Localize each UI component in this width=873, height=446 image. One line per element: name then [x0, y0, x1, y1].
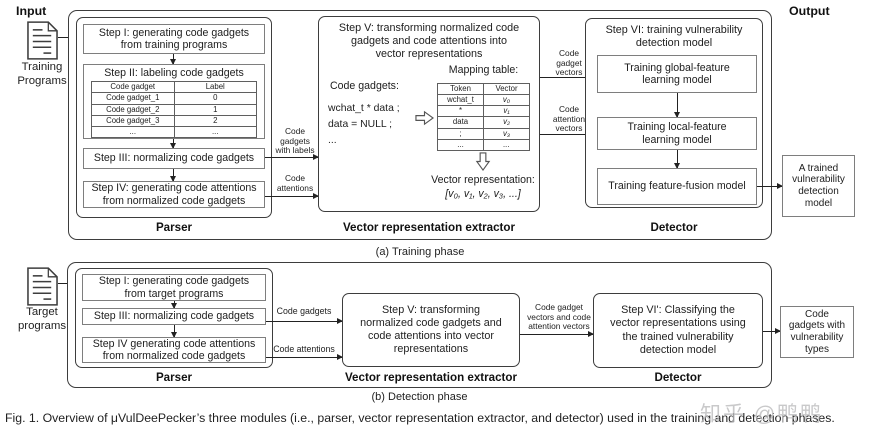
table-header-cell: Vector: [483, 82, 530, 96]
detector-a-label: Detector: [650, 221, 698, 234]
step2-title: Step II: labeling code gadgets: [104, 67, 244, 79]
table-cell: Code gadget_2: [91, 103, 175, 116]
table-cell: ...: [483, 138, 530, 151]
code-gadgets-with-labels-label: Code gadgets with labels: [275, 126, 315, 156]
step4-a-box: Step IV: generating code attentions from…: [83, 181, 265, 208]
step1-a-box: Step I: generating code gadgets from tra…: [83, 24, 265, 54]
code-gadget-snippet: wchat_t * data ; data = NULL ; ...: [328, 103, 400, 146]
arrow-vectors-b: [520, 330, 594, 338]
stepVI-a-title: Step VI: training vulnerability detectio…: [605, 24, 743, 50]
table-cell: v₁: [483, 105, 530, 118]
arrow-step3-step4: [169, 169, 177, 182]
vector-representation-label: Vector representation:: [431, 174, 535, 186]
table-header-cell: Token: [437, 82, 484, 96]
training-programs-icon: [27, 21, 58, 65]
table-cell: v₀: [483, 94, 530, 107]
gadgets-output-box: Code gadgets with vulnerability types: [780, 306, 854, 358]
watermark: 知乎 @鸭鸭: [700, 403, 824, 426]
mapping-table-title: Mapping table:: [448, 64, 519, 76]
gadget-attention-vectors-label: Code gadget vectors and code attention v…: [527, 302, 591, 332]
training-programs-label: Training Programs: [17, 61, 67, 87]
arrow-code-attentions-b: [266, 353, 343, 361]
table-header-cell: Label: [173, 81, 257, 94]
target-programs-label: Target programs: [17, 306, 67, 332]
arrow-step1-step2: [169, 54, 177, 65]
code-gadgets-b-label: Code gadgets: [276, 306, 332, 316]
table-cell: Code gadget_1: [91, 92, 175, 105]
table-cell: ;: [437, 127, 484, 140]
extractor-a-label: Vector representation extractor: [342, 221, 516, 234]
parser-a-label: Parser: [155, 221, 193, 234]
code-attention-vectors-label: Code attention vectors: [552, 104, 586, 134]
arrow-code-attentions-a: [265, 192, 319, 200]
hollow-right-arrow-icon: [415, 110, 435, 131]
step2-a-box: Step II: labeling code gadgets Code gadg…: [83, 64, 265, 139]
table-cell: wchat_t: [437, 94, 484, 107]
stepV-a-title: Step V: transforming normalized code gad…: [338, 22, 520, 61]
table-header-cell: Code gadget: [91, 81, 175, 94]
table-cell: ...: [437, 138, 484, 151]
table-cell: 2: [173, 114, 257, 127]
vector-representation-value: [v₀, v₁, v₂, v₃, ...]: [445, 188, 521, 200]
step3-b-box: Step III: normalizing code gadgets: [82, 308, 266, 325]
parser-b-label: Parser: [155, 371, 193, 384]
table-cell: *: [437, 105, 484, 118]
arrow-fusion-output: [757, 182, 783, 190]
arrow-local-fusion: [673, 150, 681, 169]
code-attentions-b-label: Code attentions: [273, 344, 335, 354]
trained-model-output-box: A trained vulnerability detection model: [782, 155, 855, 217]
table-cell: ...: [91, 125, 175, 138]
detector-b-label: Detector: [654, 371, 702, 384]
table-cell: data: [437, 116, 484, 129]
target-programs-icon: [27, 267, 58, 311]
table-cell: 0: [173, 92, 257, 105]
arrow-global-local: [673, 93, 681, 118]
arrow-detector-output-b: [763, 327, 781, 335]
arrow-b-step1-step3: [170, 301, 178, 309]
table-cell: v₂: [483, 116, 530, 129]
global-feature-box: Training global-feature learning model: [597, 55, 757, 93]
training-phase-caption: (a) Training phase: [375, 246, 465, 258]
table-cell: Code gadget_3: [91, 114, 175, 127]
input-label: Input: [16, 4, 47, 18]
arrow-b-step3-step4: [170, 325, 178, 338]
stepVI-b-box: Step VI': Classifying the vector represe…: [593, 293, 763, 368]
code-attentions-a-label: Code attentions: [276, 173, 314, 193]
table-cell: v₃: [483, 127, 530, 140]
output-label: Output: [789, 4, 830, 18]
arrow-gadgets-with-labels: [265, 153, 319, 161]
hollow-down-arrow-icon: [475, 152, 491, 176]
extractor-b-label: Vector representation extractor: [344, 371, 518, 384]
code-gadgets-heading: Code gadgets:: [330, 80, 399, 92]
table-cell: 1: [173, 103, 257, 116]
stepV-b-box: Step V: transforming normalized code gad…: [342, 293, 520, 367]
local-feature-box: Training local-feature learning model: [597, 117, 757, 150]
arrow-step2-step3: [169, 139, 177, 149]
step1-b-box: Step I: generating code gadgets from tar…: [82, 274, 266, 301]
step4-b-box: Step IV generating code attentions from …: [82, 337, 266, 363]
step3-a-box: Step III: normalizing code gadgets: [83, 148, 265, 169]
code-gadget-vectors-label: Code gadget vectors: [555, 48, 583, 78]
figure-caption: Fig. 1. Overview of μVulDeePecker’s thre…: [5, 411, 835, 425]
table-cell: ...: [173, 125, 257, 138]
arrow-code-gadgets-b: [266, 317, 343, 325]
detection-phase-caption: (b) Detection phase: [371, 391, 468, 403]
feature-fusion-box: Training feature-fusion model: [597, 168, 757, 205]
